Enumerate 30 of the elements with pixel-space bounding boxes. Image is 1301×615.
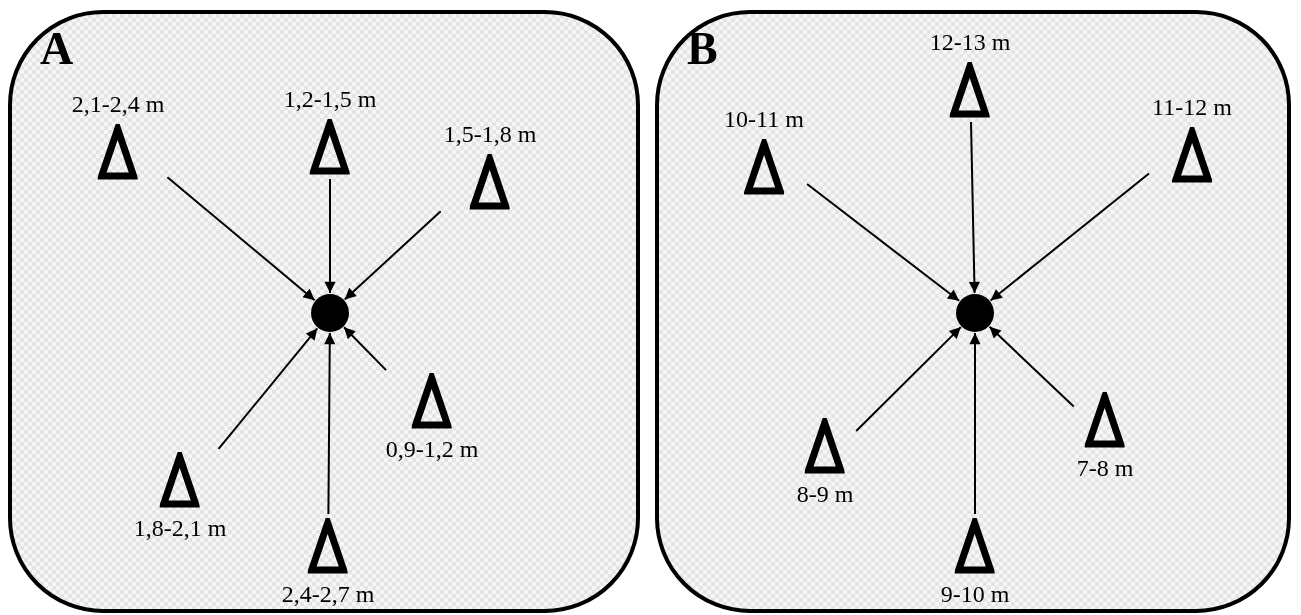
depth-label: 7-8 m	[1076, 456, 1134, 480]
arrow	[343, 210, 442, 301]
depth-label: 2,1-2,4 m	[71, 92, 165, 116]
arrow	[968, 121, 980, 294]
arrow	[324, 178, 336, 294]
depth-label: 9-10 m	[940, 582, 1010, 606]
panel	[8, 10, 640, 613]
center-dot	[956, 294, 994, 332]
arrow	[988, 325, 1075, 408]
arrow	[969, 332, 981, 515]
center-dot	[311, 294, 349, 332]
depth-label: 8-9 m	[796, 482, 854, 506]
arrow	[855, 326, 962, 433]
arrow	[989, 172, 1150, 302]
panel-letter: A	[40, 26, 74, 72]
depth-label: 1,5-1,8 m	[443, 122, 537, 146]
depth-label: 1,8-2,1 m	[133, 516, 227, 540]
depth-label: 0,9-1,2 m	[385, 437, 479, 461]
depth-label: 12-13 m	[929, 30, 1011, 54]
depth-label: 2,4-2,7 m	[281, 582, 375, 606]
arrow	[324, 332, 336, 515]
panel-letter: B	[687, 26, 718, 72]
arrow	[343, 326, 388, 372]
arrow	[166, 176, 316, 302]
arrow	[217, 327, 319, 450]
depth-label: 11-12 m	[1152, 95, 1232, 119]
arrow	[806, 183, 961, 302]
panel	[655, 10, 1291, 613]
depth-label: 10-11 m	[724, 107, 804, 131]
depth-label: 1,2-1,5 m	[283, 87, 377, 111]
